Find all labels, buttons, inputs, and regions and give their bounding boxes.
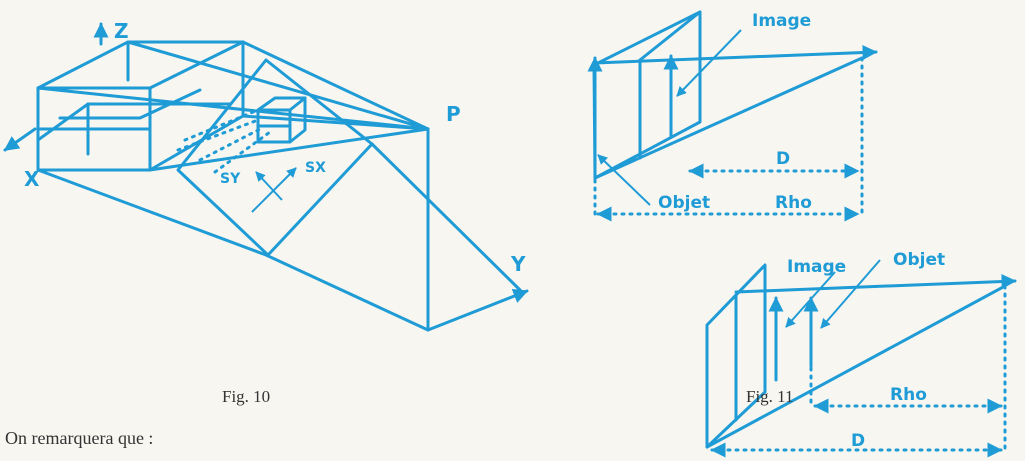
y-axis	[426, 288, 529, 332]
sight-lines	[176, 108, 272, 174]
projected-box	[256, 96, 307, 144]
ray-bottom-bottom	[705, 284, 1007, 449]
x-axis	[3, 127, 37, 152]
fig10-diagram: Z X P Y SY SX	[3, 19, 529, 332]
objet-pointer-bottom	[820, 259, 881, 329]
p-label: P	[446, 102, 461, 126]
objet-label-top: Objet	[658, 193, 710, 213]
objet-pointer	[597, 154, 651, 206]
fig10-caption: Fig. 10	[222, 387, 270, 406]
y-label: Y	[510, 252, 526, 276]
d-label-bottom: D	[851, 431, 865, 451]
fig11-caption: Fig. 11	[746, 387, 794, 406]
ray-bottom	[593, 56, 864, 180]
sy-arrow	[255, 171, 283, 201]
image-pointer	[676, 29, 742, 97]
ray-top-bottom	[734, 274, 1017, 294]
ray-top	[593, 45, 878, 65]
d-label-top: D	[776, 149, 790, 169]
fig11-bottom-diagram: Image Objet Rho D	[705, 250, 1017, 458]
x-label: X	[24, 167, 40, 191]
sx-arrow	[251, 167, 297, 213]
objet-label-bottom: Objet	[893, 250, 945, 270]
projection-lines	[36, 40, 430, 172]
rho-label-bottom: Rho	[890, 385, 927, 405]
body-text: On remarquera que :	[5, 428, 153, 448]
image-label-top: Image	[752, 11, 811, 31]
image-pointer-bottom	[785, 271, 836, 328]
image-plane-bottom	[705, 263, 767, 449]
fig11-top-diagram: Image Objet D Rho	[587, 10, 878, 222]
rho-label-top: Rho	[775, 193, 812, 213]
z-label: Z	[114, 19, 129, 43]
image-label-bottom: Image	[787, 257, 846, 277]
sx-label: SX	[305, 160, 326, 176]
sy-label: SY	[220, 171, 241, 187]
